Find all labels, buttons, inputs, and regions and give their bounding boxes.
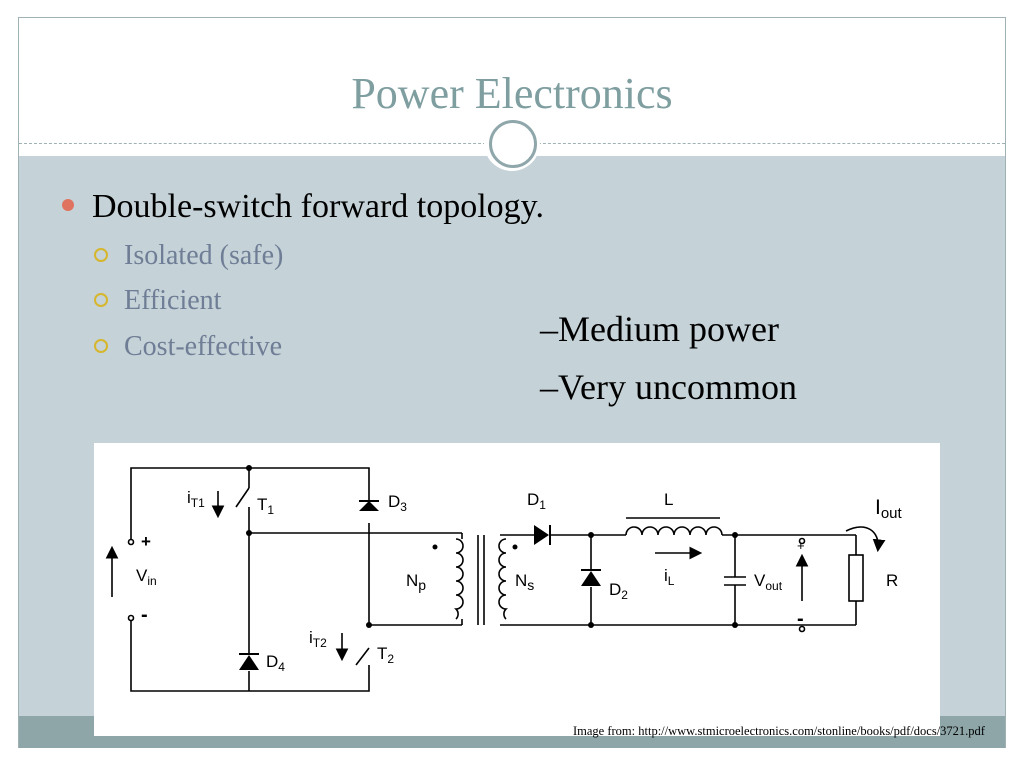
label-t2: T2 xyxy=(377,644,394,666)
label-vin-plus: + xyxy=(141,532,151,551)
label-d1: D1 xyxy=(527,490,546,512)
label-vin: Vin xyxy=(136,566,157,588)
switch-t1 xyxy=(235,487,250,508)
diode-d3 xyxy=(359,501,379,511)
wire-mid-rail xyxy=(249,523,370,534)
terminal-vin-minus xyxy=(127,614,135,622)
label-d3: D3 xyxy=(388,492,407,514)
label-vout-plus: + xyxy=(797,538,805,553)
switch-t2 xyxy=(355,647,370,666)
terminal-vin-plus xyxy=(127,538,135,546)
resistor-r xyxy=(848,554,864,602)
wire-top-left xyxy=(130,467,249,542)
wire-bottom xyxy=(130,621,370,692)
sub-bullet: Efficient xyxy=(94,285,221,317)
divider-ring-icon xyxy=(489,120,537,168)
node-cap-bottom xyxy=(732,622,738,628)
main-bullet: Double-switch forward topology. xyxy=(62,188,544,226)
slide-title: Power Electronics xyxy=(351,69,673,118)
label-it2: iT2 xyxy=(309,628,327,650)
node-t1 xyxy=(246,530,252,536)
label-ns: Ns xyxy=(515,571,534,593)
sub-bullet: Isolated (safe) xyxy=(94,240,283,272)
diode-d1 xyxy=(534,525,549,545)
label-d2: D2 xyxy=(609,580,628,602)
bullet-dot-icon xyxy=(62,199,74,212)
label-d4: D4 xyxy=(266,652,285,674)
sub-bullet-text: Efficient xyxy=(124,285,222,316)
node-d2-top xyxy=(588,532,594,538)
terminal-vout-minus xyxy=(798,625,806,633)
terminal-vout-plus xyxy=(798,537,806,545)
side-point: –Very uncommon xyxy=(540,367,797,407)
label-np: Np xyxy=(406,571,426,593)
diode-d2 xyxy=(581,571,601,586)
dot-secondary xyxy=(512,544,518,550)
side-point: –Medium power xyxy=(540,309,779,349)
main-bullet-text: Double-switch forward topology. xyxy=(92,188,544,225)
inductor-l xyxy=(625,526,723,536)
wire-top-right xyxy=(249,467,370,503)
label-vout: Vout xyxy=(754,571,783,593)
label-r: R xyxy=(886,571,898,590)
image-source-caption: Image from: http://www.stmicroelectronic… xyxy=(573,724,985,738)
node-t2 xyxy=(366,622,372,628)
label-vout-minus: - xyxy=(797,608,804,630)
sub-bullet-ring-icon xyxy=(94,338,108,353)
label-it1: iT1 xyxy=(187,488,205,510)
dot-primary xyxy=(432,544,438,550)
arrow-iout xyxy=(845,526,886,553)
sub-bullet-text: Isolated (safe) xyxy=(124,240,284,271)
winding-secondary xyxy=(498,538,508,620)
diode-d4 xyxy=(239,655,259,670)
sub-bullet-ring-icon xyxy=(94,292,108,307)
circuit-diagram: iT1 T1 D3 D1 L Iout Vin Np Ns D2 iL Vout… xyxy=(94,443,940,736)
node-top xyxy=(246,465,252,471)
node-cap-top xyxy=(732,532,738,538)
label-l: L xyxy=(664,490,673,509)
label-il: iL xyxy=(664,566,675,588)
label-vin-minus: - xyxy=(141,604,148,626)
sub-bullet-ring-icon xyxy=(94,247,108,262)
circuit-svg: iT1 T1 D3 D1 L Iout Vin Np Ns D2 iL Vout… xyxy=(105,465,903,692)
sub-bullet-text: Cost-effective xyxy=(124,331,283,362)
label-t1: T1 xyxy=(257,495,274,517)
label-iout: Iout xyxy=(875,496,903,522)
winding-primary xyxy=(454,538,464,620)
node-d2-bottom xyxy=(588,622,594,628)
sub-bullet: Cost-effective xyxy=(94,331,282,363)
